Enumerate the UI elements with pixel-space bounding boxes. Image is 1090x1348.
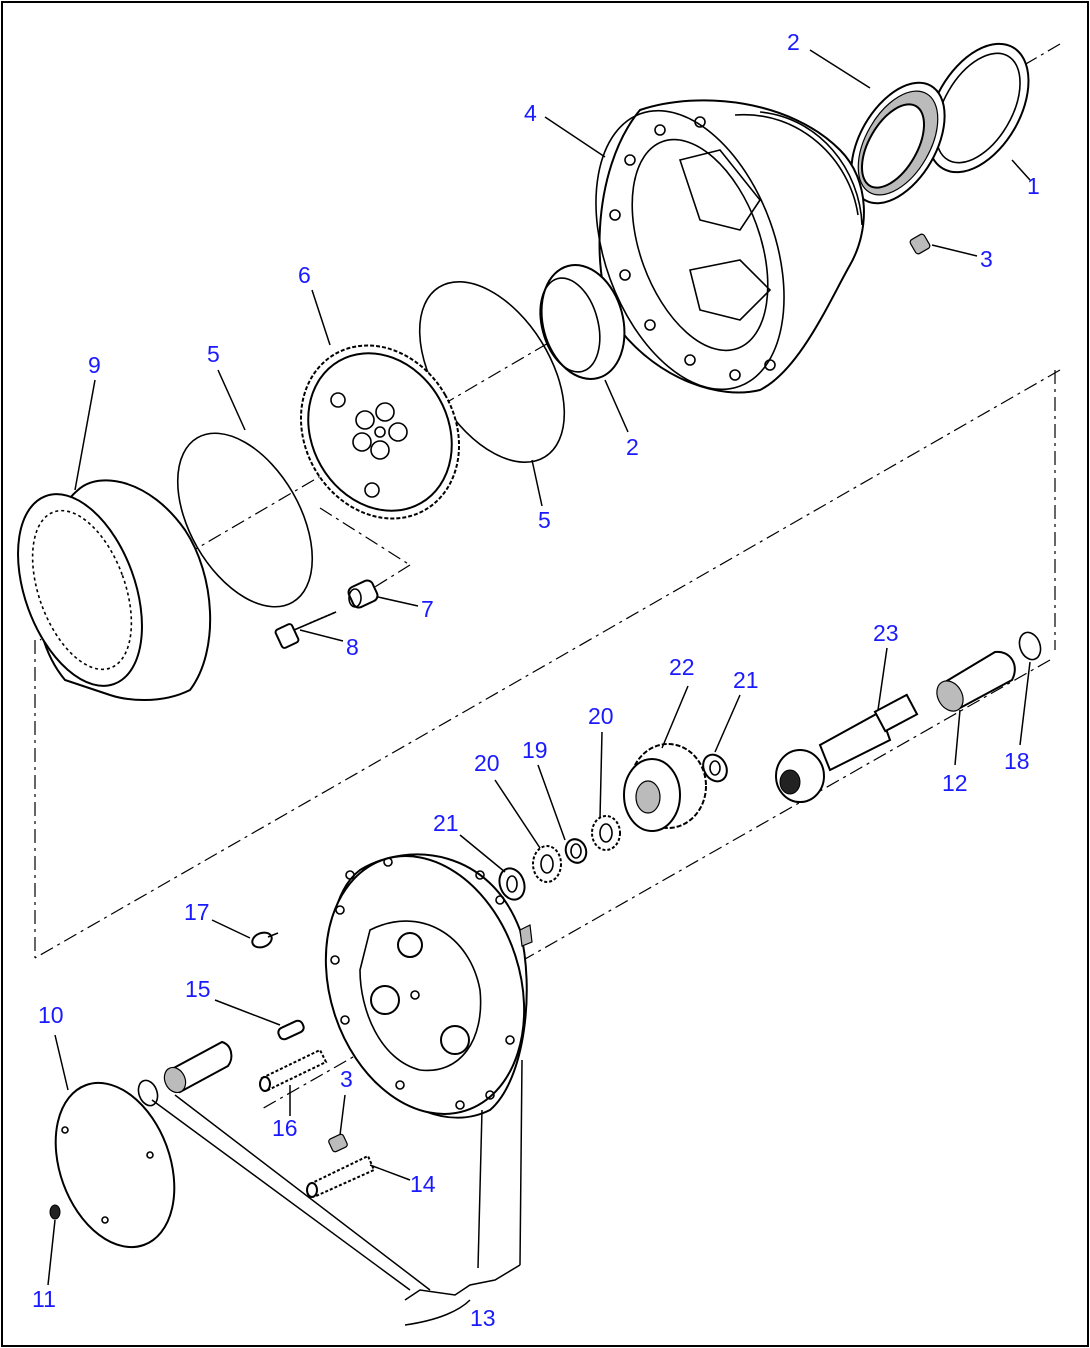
part-23-shaft	[775, 693, 919, 803]
callout-12: 12	[942, 770, 968, 796]
part-5-snap-ring-left	[176, 432, 314, 608]
callout-15: 15	[185, 976, 211, 1002]
part-15-pin	[277, 1019, 305, 1041]
callout-17: 17	[184, 899, 210, 925]
callout-2-upper: 2	[787, 29, 800, 55]
part-13-carrier	[324, 853, 533, 1119]
part-19-spacer-ring	[564, 838, 588, 864]
part-14-stud-bolt	[306, 1154, 376, 1198]
callout-20-left: 20	[474, 750, 500, 776]
callout-6: 6	[298, 262, 311, 288]
callout-14: 14	[410, 1171, 436, 1197]
part-3-plug-upper	[909, 233, 931, 255]
callout-21-left: 21	[433, 810, 459, 836]
pin-snap-ring	[137, 1079, 159, 1107]
part-1-seal-ring	[926, 42, 1030, 174]
callout-16: 16	[272, 1115, 298, 1141]
part-20-needle-bearing-right	[591, 815, 621, 851]
part-8-bolt	[274, 611, 337, 649]
part-21-washer-right	[702, 753, 728, 783]
construction-lines	[151, 1059, 523, 1326]
callout-5-left: 5	[207, 341, 220, 367]
callout-11: 11	[32, 1286, 56, 1312]
callout-3-lower: 3	[340, 1066, 353, 1092]
callout-7: 7	[421, 596, 434, 622]
leader-lines	[47, 49, 1031, 1286]
part-22-planet-gear	[623, 743, 707, 832]
callout-23: 23	[873, 620, 899, 646]
callout-2-lower: 2	[626, 434, 639, 460]
callout-13: 13	[470, 1305, 496, 1331]
part-3-plug-lower	[328, 1133, 348, 1153]
callout-1: 1	[1027, 173, 1040, 199]
part-21-washer-left	[498, 867, 526, 901]
callout-19: 19	[522, 737, 548, 763]
part-9-ring-gear	[17, 479, 212, 701]
callout-18: 18	[1004, 748, 1030, 774]
part-20-needle-bearing-left	[532, 845, 562, 883]
callout-8: 8	[346, 634, 359, 660]
part-10-cover-plate	[54, 1081, 176, 1249]
part-2-bearing-lower	[539, 264, 626, 380]
part-12-pin	[936, 650, 1016, 712]
callout-21-right: 21	[733, 667, 759, 693]
callout-22: 22	[669, 654, 695, 680]
part-18-snap-ring	[1018, 631, 1042, 661]
callout-9: 9	[88, 352, 101, 378]
part-11-screw	[49, 1204, 61, 1220]
part-16-stud	[259, 1048, 328, 1092]
part-6-gear-plate	[299, 344, 461, 520]
callout-4: 4	[524, 100, 537, 126]
callout-5-right: 5	[538, 507, 551, 533]
part-7-spacer	[347, 579, 379, 609]
callout-20-right: 20	[588, 703, 614, 729]
callout-labels: 1 2 2 3 3 4 5 5 6 7 8 9 10 11 12 13 14 1…	[32, 29, 1040, 1331]
part-2-bearing-upper	[850, 81, 946, 205]
part-17-small-bolt	[251, 931, 279, 949]
callout-10: 10	[38, 1002, 64, 1028]
carrier-shaft-pin	[163, 1040, 233, 1094]
callout-3-upper: 3	[980, 246, 993, 272]
